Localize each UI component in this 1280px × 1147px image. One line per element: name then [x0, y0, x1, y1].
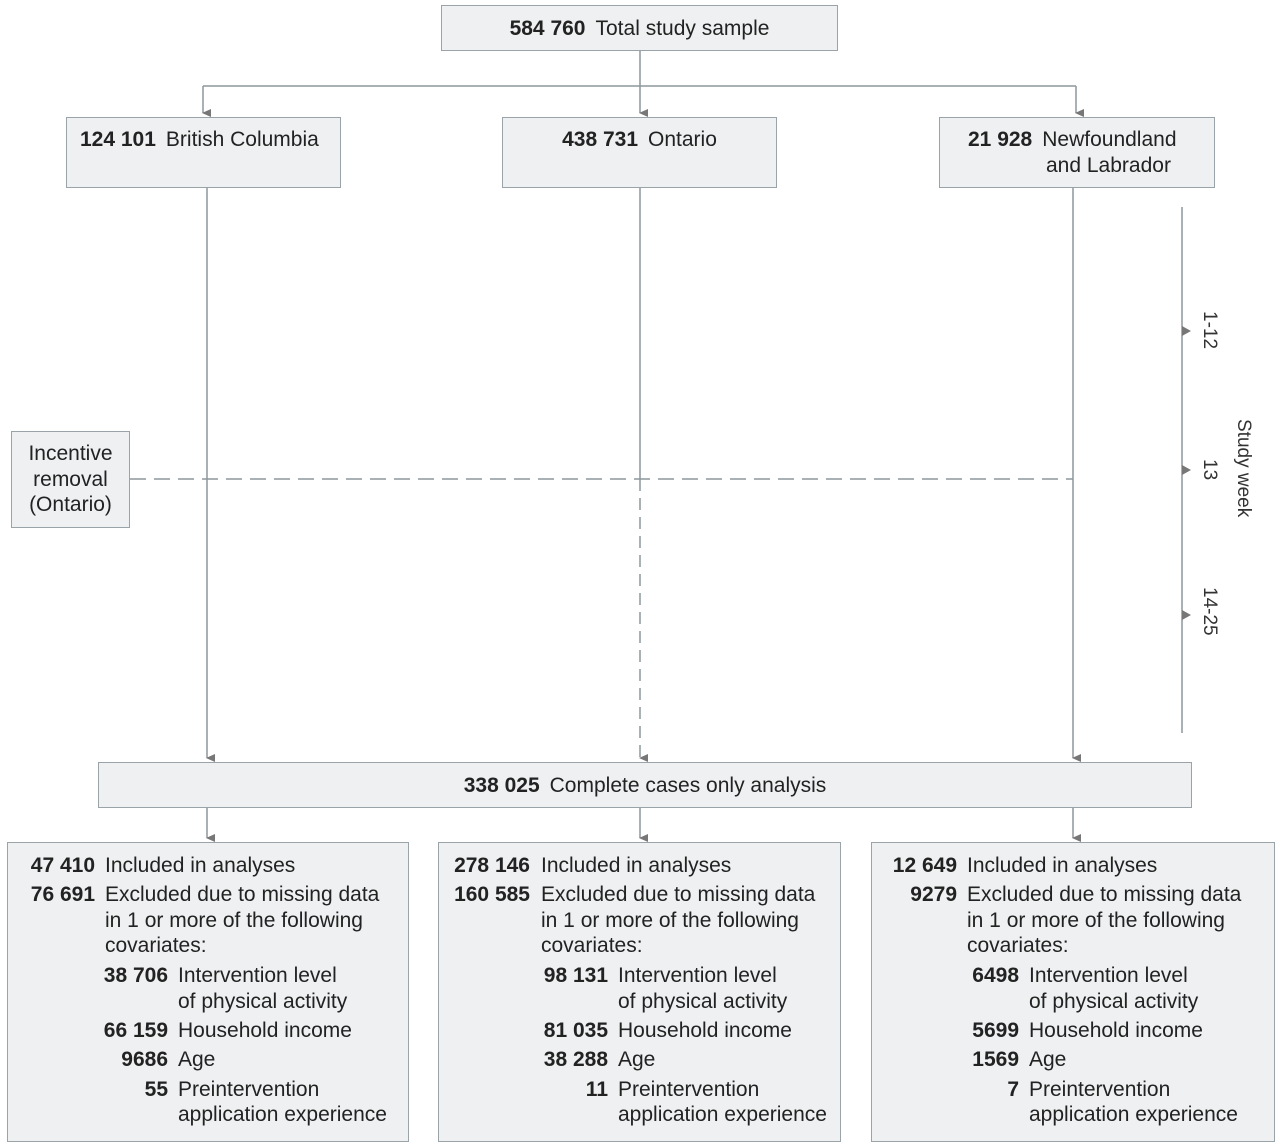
label-income: Household income	[618, 1019, 792, 1042]
count-income: 5699	[972, 1019, 1019, 1042]
label-excluded-cont-2: covariates:	[541, 934, 643, 957]
complete-cases-box	[98, 762, 1192, 808]
label-age: Age	[178, 1048, 216, 1071]
count-excluded: 9279	[910, 883, 957, 906]
count-age: 1569	[972, 1048, 1019, 1071]
province-count-bc: 124 101	[80, 128, 156, 151]
label-excluded-cont-1: in 1 or more of the following	[541, 909, 799, 932]
label-intervention-cont: of physical activity	[1029, 990, 1199, 1013]
incentive-removal-box	[11, 431, 130, 528]
label-excluded: Excluded due to missing data	[541, 883, 816, 906]
count-age: 38 288	[543, 1048, 608, 1071]
count-age: 9686	[121, 1048, 168, 1071]
province-box-bc	[66, 117, 341, 188]
label-preintervention: Preintervention	[178, 1078, 320, 1101]
count-included: 278 146	[454, 854, 530, 877]
province-box-nl	[939, 117, 1215, 188]
count-intervention: 38 706	[103, 964, 168, 987]
label-excluded-cont-1: in 1 or more of the following	[105, 909, 363, 932]
count-included: 47 410	[30, 854, 95, 877]
label-preintervention-cont: application experience	[1029, 1103, 1238, 1126]
label-age: Age	[1029, 1048, 1067, 1071]
total-sample-count: 584 760	[509, 17, 586, 40]
outcome-box-nl	[871, 842, 1275, 1142]
province-count-ontario: 438 731	[562, 128, 639, 151]
label-income: Household income	[178, 1019, 352, 1042]
count-preintervention: 7	[1007, 1078, 1019, 1101]
outcome-box-ontario	[438, 842, 841, 1142]
label-included: Included in analyses	[541, 854, 732, 877]
count-intervention: 6498	[972, 964, 1019, 987]
count-preintervention: 55	[144, 1078, 168, 1101]
label-excluded-cont-1: in 1 or more of the following	[967, 909, 1225, 932]
outcome-box-bc	[7, 842, 409, 1142]
complete-cases-count: 338 025	[463, 774, 540, 797]
label-age: Age	[618, 1048, 656, 1071]
count-included: 12 649	[892, 854, 957, 877]
label-intervention: Intervention level	[178, 964, 337, 987]
label-income: Household income	[1029, 1019, 1203, 1042]
label-intervention-cont: of physical activity	[178, 990, 348, 1013]
label-preintervention: Preintervention	[1029, 1078, 1171, 1101]
province-count-nl: 21 928	[968, 128, 1033, 151]
province-box-ontario	[502, 117, 777, 188]
study-week-1-12: 1-12	[1199, 311, 1220, 350]
label-intervention-cont: of physical activity	[618, 990, 788, 1013]
label-intervention: Intervention level	[1029, 964, 1188, 987]
count-excluded: 160 585	[454, 883, 530, 906]
count-excluded: 76 691	[30, 883, 95, 906]
label-excluded-cont-2: covariates:	[967, 934, 1069, 957]
study-week-14-25: 14-25	[1199, 587, 1220, 636]
outcome-table-ontario: 278 146 Included in analyses 160 585 Exclud…	[438, 853, 838, 1138]
province-label-nl-line2: and Labrador	[1046, 154, 1171, 177]
count-preintervention: 11	[585, 1078, 608, 1101]
outcome-table-nl: 12 649 Included in analyses 9279 Excluded d…	[871, 853, 1271, 1138]
count-income: 81 035	[543, 1019, 608, 1042]
label-preintervention: Preintervention	[618, 1078, 760, 1101]
count-intervention: 98 131	[543, 964, 608, 987]
label-preintervention-cont: application experience	[178, 1103, 387, 1126]
total-sample-box	[441, 5, 838, 51]
study-week-title: Study week	[1233, 419, 1254, 518]
label-excluded: Excluded due to missing data	[105, 883, 380, 906]
outcome-table-bc: 47 410 Included in analyses 76 691 Excluded…	[7, 853, 407, 1138]
study-week-13: 13	[1199, 459, 1220, 481]
label-intervention: Intervention level	[618, 964, 777, 987]
label-preintervention-cont: application experience	[618, 1103, 827, 1126]
label-included: Included in analyses	[105, 854, 296, 877]
incentive-removal-label: Incentive removal (Ontario)	[28, 442, 113, 516]
count-income: 66 159	[103, 1019, 168, 1042]
label-included: Included in analyses	[967, 854, 1158, 877]
label-excluded: Excluded due to missing data	[967, 883, 1242, 906]
label-excluded-cont-2: covariates:	[105, 934, 207, 957]
